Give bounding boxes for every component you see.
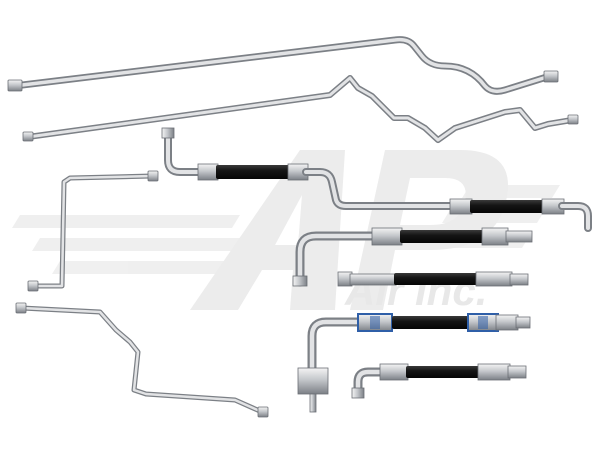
ac-line-4	[15, 302, 269, 418]
hose-assembly-1	[161, 127, 592, 232]
hose-assembly-2	[292, 227, 533, 287]
ac-line-2	[22, 75, 579, 143]
tube-nut	[7, 79, 23, 92]
hose-assembly-3	[337, 271, 529, 287]
tube-nut	[543, 70, 559, 83]
tube-nut	[22, 131, 34, 142]
manifold-block	[297, 367, 329, 395]
hose-assembly-4	[297, 313, 531, 413]
ac-line-3	[27, 170, 159, 292]
hose-assembly-5	[351, 363, 527, 399]
ac-line-1	[7, 36, 559, 95]
tube-nut	[567, 114, 579, 125]
